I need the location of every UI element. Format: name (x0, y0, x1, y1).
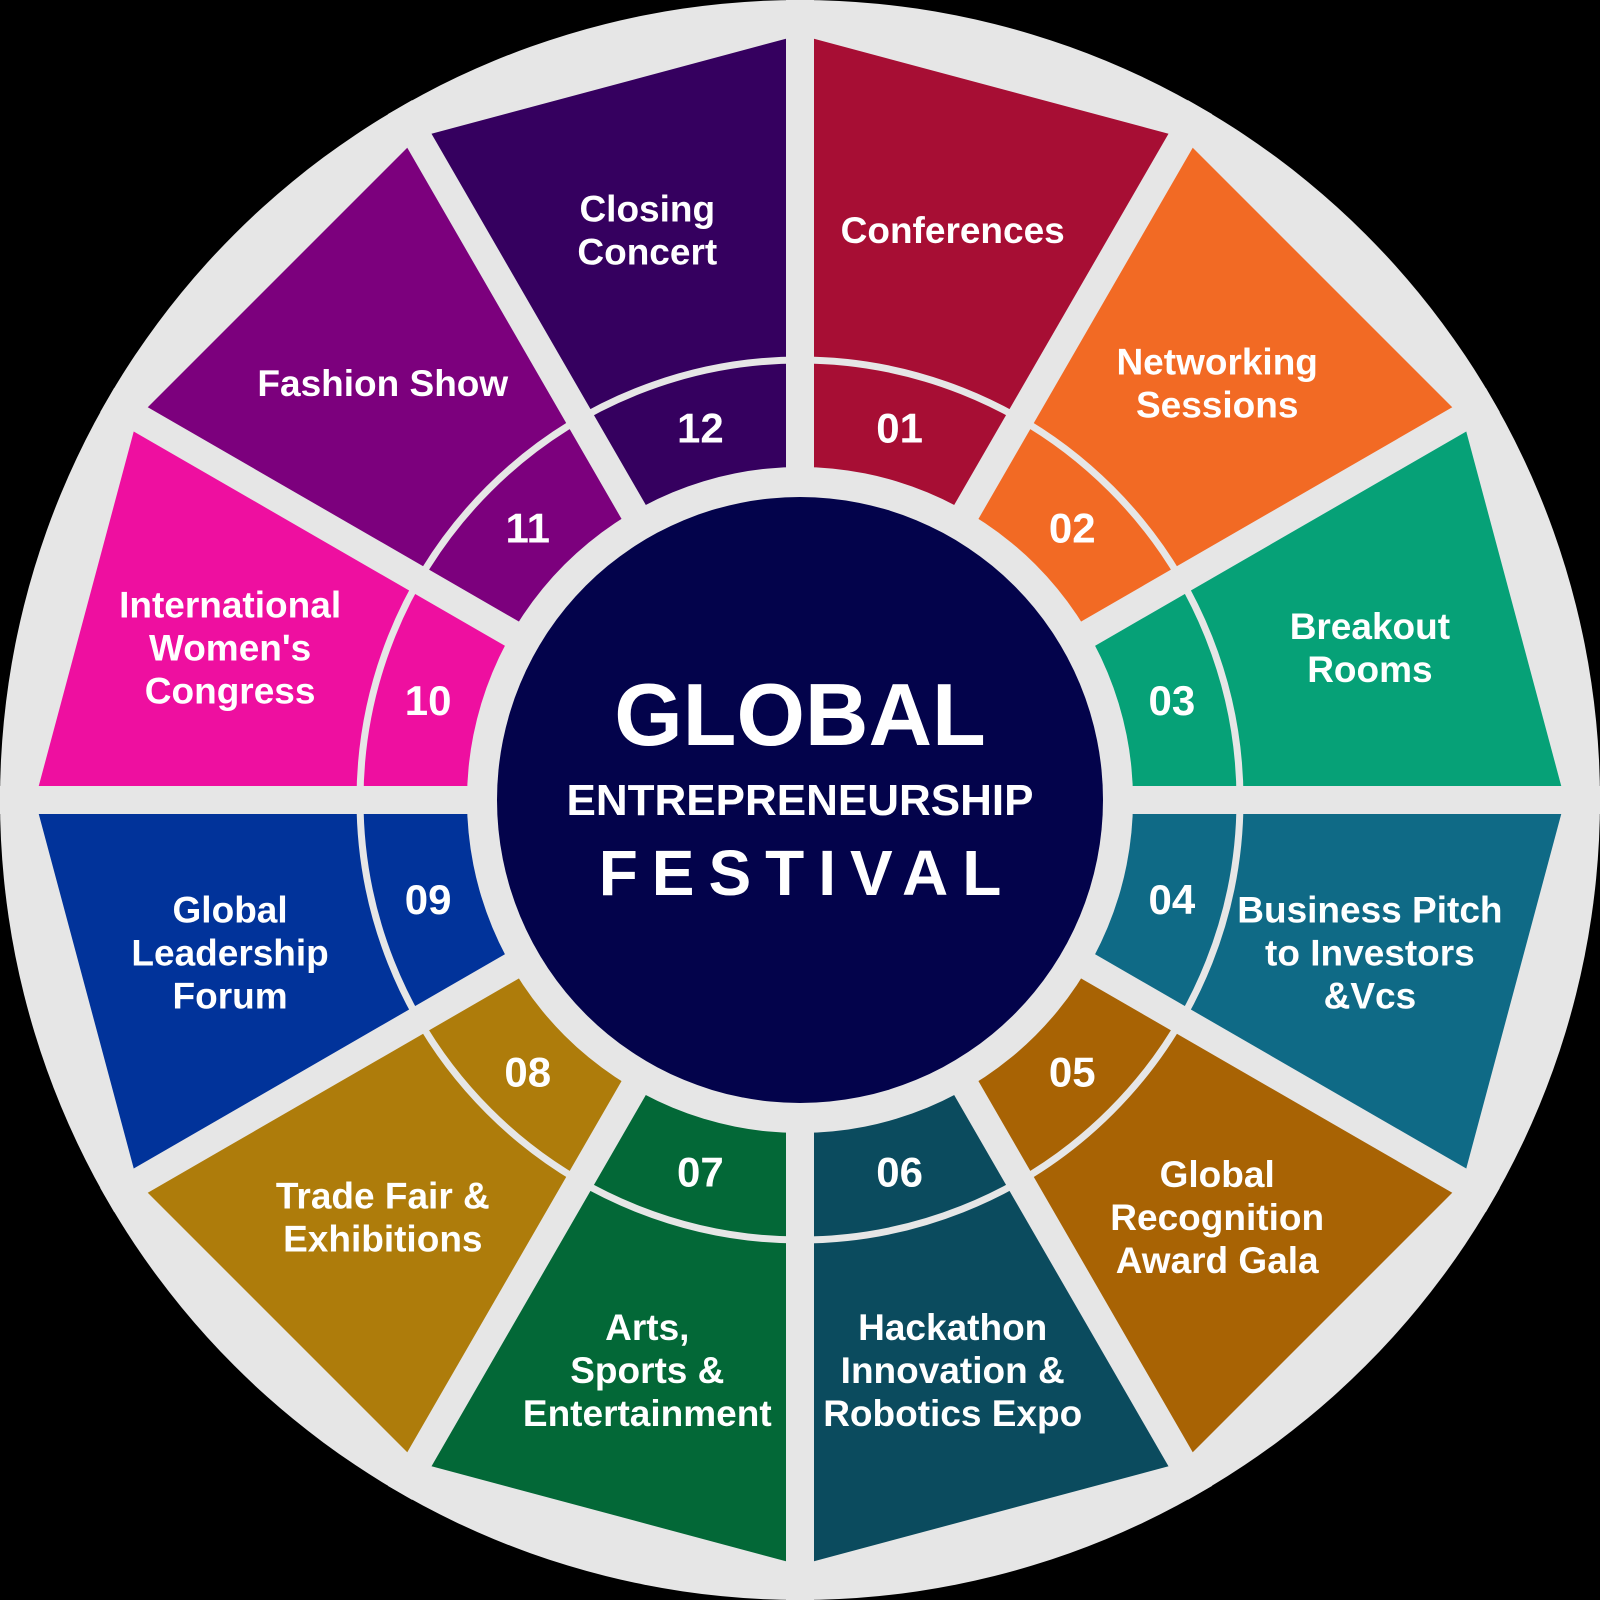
segment-label: Breakout (1290, 606, 1450, 647)
segment-number: 12 (677, 405, 724, 452)
segment-label: Concert (577, 232, 717, 273)
segment-number: 11 (506, 504, 550, 551)
segment-label: Hackathon (858, 1307, 1047, 1348)
segment-number: 02 (1049, 504, 1096, 551)
segment-label: International (119, 584, 341, 625)
segment-label: Global (1160, 1154, 1275, 1195)
segment-label: &Vcs (1324, 976, 1417, 1017)
segment-label: Fashion Show (257, 363, 508, 404)
segment-label: Entertainment (523, 1393, 772, 1434)
title-line-1: GLOBAL (614, 665, 986, 764)
segment-label: Sports & (570, 1350, 724, 1391)
segment-number: 07 (677, 1148, 724, 1195)
segment-label: Global (173, 890, 288, 931)
segment-label: Trade Fair & (276, 1176, 490, 1217)
segment-label: Women's (149, 627, 311, 668)
segment-label: Networking (1116, 341, 1317, 382)
segment-label: Closing (579, 189, 715, 230)
segment-label: Exhibitions (283, 1219, 482, 1260)
segment-label: Robotics Expo (823, 1393, 1082, 1434)
ring-divider (356, 356, 1244, 1244)
segment-number: 10 (405, 677, 452, 724)
segment-label: Rooms (1307, 649, 1432, 690)
segment-label: Recognition (1110, 1197, 1324, 1238)
segment-label: Congress (145, 670, 316, 711)
segment-number: 08 (504, 1049, 551, 1096)
segment-label: Forum (173, 976, 288, 1017)
segment-label: Innovation & (841, 1350, 1065, 1391)
segment-number: 09 (405, 876, 452, 923)
segment-label: Award Gala (1116, 1240, 1319, 1281)
title-line-3: FESTIVAL (599, 837, 1016, 909)
segment-label: to Investors (1265, 933, 1475, 974)
segment-number: 05 (1049, 1049, 1096, 1096)
segment-label: Business Pitch (1237, 890, 1502, 931)
segment-label: Arts, (605, 1307, 689, 1348)
segment-number: 06 (876, 1148, 923, 1195)
segment-label: Leadership (131, 933, 328, 974)
segment-label: Sessions (1136, 384, 1298, 425)
segment-number: 04 (1149, 876, 1196, 923)
segment-number: 03 (1149, 677, 1196, 724)
segment-label: Conferences (841, 210, 1065, 251)
title-line-2: ENTREPRENEURSHIP (567, 776, 1034, 825)
center-circle (497, 497, 1103, 1103)
segment-number: 01 (876, 405, 923, 452)
